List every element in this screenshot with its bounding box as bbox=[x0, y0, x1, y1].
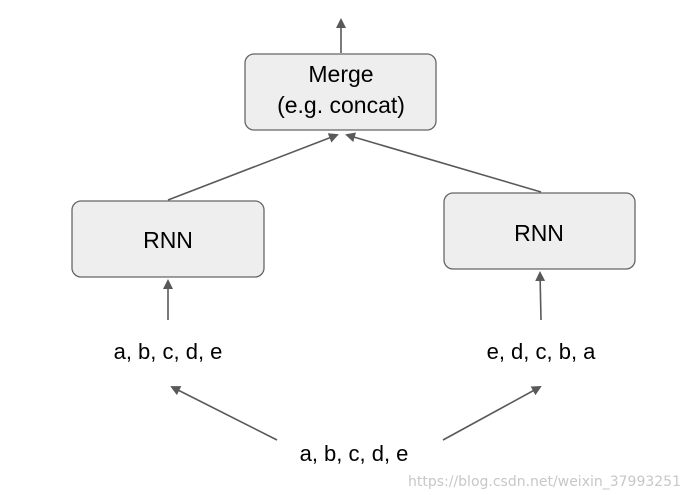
input-sequence-label: a, b, c, d, e bbox=[300, 441, 409, 466]
arrow-reversed-seq-to-right-rnn bbox=[535, 271, 546, 321]
arrow-left-rnn-to-merge bbox=[167, 133, 339, 201]
rnn-left-label: RNN bbox=[143, 227, 193, 253]
arrow-input-to-reversed bbox=[442, 386, 542, 441]
merge-node: Merge (e.g. concat) bbox=[244, 53, 437, 131]
watermark-text: https://blog.csdn.net/weixin_37993251 bbox=[408, 474, 681, 490]
reversed-sequence-label: e, d, c, b, a bbox=[487, 339, 597, 364]
merge-sublabel: (e.g. concat) bbox=[277, 92, 405, 118]
arrow-input-to-forward bbox=[170, 386, 278, 441]
rnn-right-label: RNN bbox=[514, 220, 564, 246]
forward-sequence-label: a, b, c, d, e bbox=[114, 339, 223, 364]
rnn-left-node: RNN bbox=[71, 200, 265, 278]
arrow-right-rnn-to-merge bbox=[345, 132, 542, 193]
merge-label: Merge bbox=[308, 61, 373, 87]
rnn-right-node: RNN bbox=[443, 192, 636, 270]
